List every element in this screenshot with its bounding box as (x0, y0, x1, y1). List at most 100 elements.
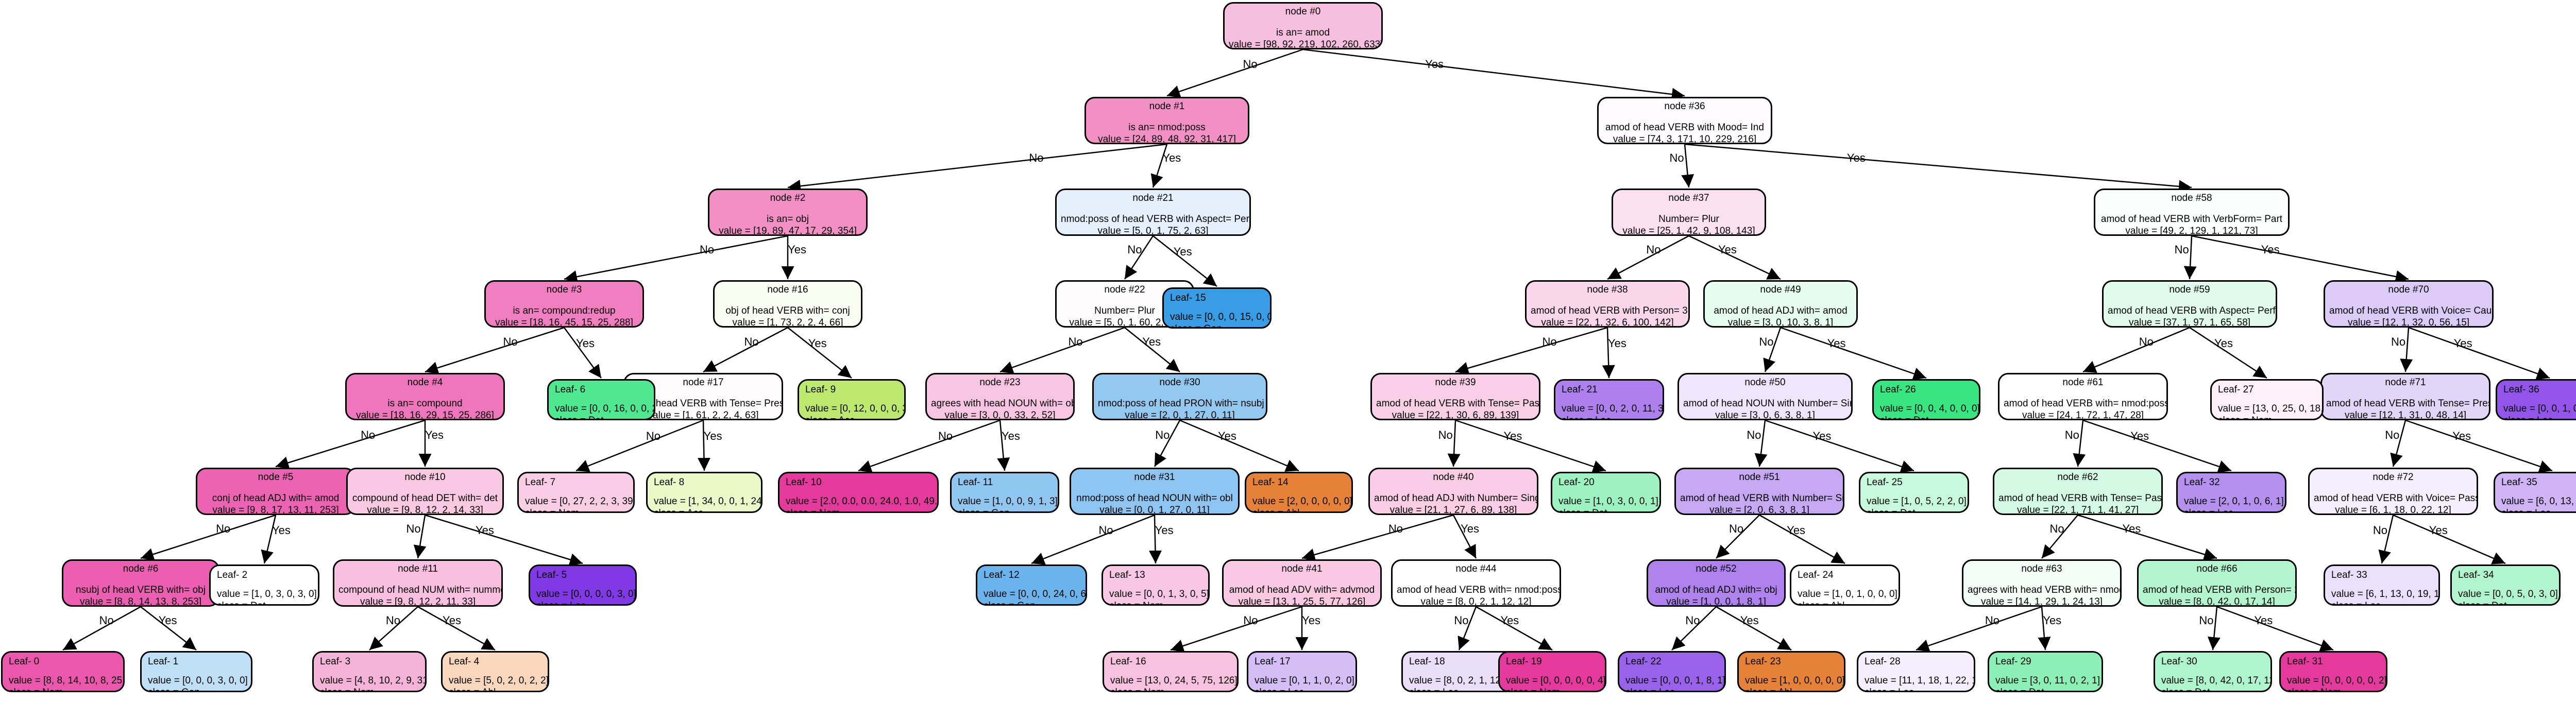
edge-label-yes: Yes (576, 337, 595, 350)
edge-n50-n51 (1754, 420, 1768, 467)
edge-n4-n5 (275, 419, 426, 469)
edge-n22-n30 (1124, 327, 1180, 372)
edge-label-no: No (1747, 428, 1761, 441)
edge-n37-n49 (1688, 235, 1781, 280)
edge-n38-l21 (1602, 327, 1615, 379)
edge-label-yes: Yes (2130, 430, 2149, 443)
edge-label-yes: Yes (1162, 151, 1181, 164)
edge-label-no: No (1155, 428, 1170, 441)
edge-n72-l34 (2393, 514, 2506, 564)
edge-label-yes: Yes (1173, 245, 1192, 259)
edge-label-no: No (2139, 335, 2154, 348)
edge-n17-l8 (697, 420, 710, 471)
edge-n59-n61 (2082, 327, 2190, 373)
edge-n21-l15 (1153, 235, 1217, 287)
edge-label-no: No (1127, 243, 1142, 256)
edge-label-yes: Yes (1302, 613, 1320, 627)
edge-n66-l31 (2216, 606, 2334, 652)
edge-label-no: No (2174, 243, 2189, 256)
edge-label-no: No (700, 243, 715, 256)
edge-label-no: No (2199, 613, 2214, 627)
edge-label-no: No (1729, 522, 1744, 535)
edge-n39-n40 (1447, 420, 1461, 467)
edge-n63-l29 (2038, 606, 2051, 650)
edge-n10-l5 (425, 514, 583, 566)
edge-n72-l33 (2378, 515, 2394, 564)
edge-label-yes: Yes (808, 337, 827, 350)
edge-label-no: No (2049, 522, 2064, 535)
edge-label-yes: Yes (788, 243, 806, 256)
edge-label-no: No (1646, 243, 1661, 256)
edge-n10-n11 (413, 515, 427, 559)
edge-label-yes: Yes (2452, 430, 2471, 443)
edge-n51-n52 (1716, 515, 1760, 559)
edge-label-yes: Yes (703, 430, 722, 443)
edge-n61-l32 (2082, 419, 2232, 473)
edge-n0-n1 (1166, 48, 1303, 98)
edge-n11-l3 (369, 606, 418, 650)
edge-label-no: No (1759, 335, 1774, 348)
edge-label-no: No (938, 430, 953, 443)
edge-n22-n23 (999, 327, 1125, 374)
edge-label-yes: Yes (1787, 524, 1806, 537)
edge-n39-l20 (1455, 419, 1606, 473)
edge-n62-n63 (2041, 515, 2078, 559)
edge-label-no: No (1029, 151, 1044, 164)
edge-label-no: No (2064, 428, 2079, 441)
edge-label-yes: Yes (2429, 524, 2448, 537)
edge-n5-n6 (140, 514, 276, 561)
edge-label-yes: Yes (1503, 430, 1522, 443)
edge-label-yes: Yes (1608, 337, 1626, 350)
edge-label-no: No (503, 335, 518, 348)
edge-label-yes: Yes (1461, 522, 1480, 535)
edge-label-yes: Yes (1155, 524, 1174, 537)
edge-n44-l18 (1458, 606, 1477, 650)
edge-label-no: No (2385, 428, 2400, 441)
edge-n21-n22 (1124, 235, 1154, 280)
edge-n36-n37 (1681, 144, 1694, 188)
edge-n38-n39 (1455, 327, 1608, 375)
edge-n61-n62 (2073, 420, 2086, 467)
edge-n30-l14 (1179, 419, 1299, 472)
edge-label-yes: Yes (475, 524, 494, 537)
edge-n23-l11 (997, 420, 1010, 471)
edge-n70-n71 (2400, 327, 2413, 372)
edge-label-no: No (1438, 428, 1453, 441)
edge-n70-l36 (2408, 327, 2550, 380)
edge-label-yes: Yes (425, 428, 444, 441)
edge-n62-n66 (2077, 514, 2217, 561)
edge-label-yes: Yes (1217, 430, 1236, 443)
edge-label-yes: Yes (2043, 613, 2062, 627)
edge-label-no: No (385, 613, 400, 627)
edge-n31-l12 (1031, 514, 1155, 565)
edge-label-no: No (1388, 522, 1403, 535)
